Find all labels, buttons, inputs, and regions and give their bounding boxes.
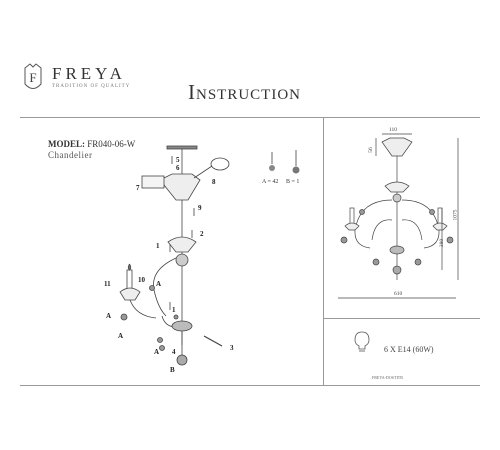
legend-a: A = 42	[262, 179, 279, 185]
svg-text:F: F	[29, 70, 36, 85]
brand-name: FREYA	[52, 64, 126, 83]
central-ring	[171, 320, 193, 332]
top-rule	[20, 117, 480, 118]
dim-body-height: 380	[439, 238, 446, 248]
part-label-1: 1	[156, 242, 160, 250]
brand-tagline: TRADITION OF QUALITY	[52, 84, 131, 89]
part-label-a-left: A	[106, 312, 111, 320]
mounting-bracket	[141, 175, 165, 189]
ceiling-plate	[166, 145, 198, 150]
freya-logo-icon: F	[24, 63, 42, 89]
crystal-legend-icons	[269, 150, 300, 174]
part-label-2: 2	[200, 230, 204, 238]
model-value: FR040-06-W	[87, 139, 136, 149]
dim-total-height: 1075	[452, 209, 459, 221]
part-label-3: 3	[230, 344, 234, 352]
part-label-9: 9	[198, 204, 202, 212]
upper-ball	[175, 253, 189, 267]
part-label-a-bottom: A	[154, 348, 159, 356]
bottom-finial	[176, 354, 188, 366]
part-label-a-upper: A	[156, 280, 161, 288]
model-line: MODEL: FR040-06-W	[48, 139, 135, 149]
panel-divider	[323, 318, 480, 319]
leaf-cup	[167, 236, 197, 253]
wire-coil	[210, 157, 230, 171]
part-label-11: 11	[104, 280, 111, 288]
dim-top-width: 110	[389, 127, 398, 133]
part-label-4: 4	[172, 348, 176, 356]
part-label-5: 5	[176, 156, 180, 164]
product-kind: Chandelier	[48, 150, 93, 160]
part-label-8: 8	[212, 178, 216, 186]
legend-b: B = 1	[286, 179, 300, 185]
bottom-rule	[20, 385, 480, 386]
part-label-10: 10	[138, 276, 146, 284]
column-divider	[323, 117, 324, 385]
bulb-icon	[354, 331, 370, 352]
part-label-b: B	[170, 366, 175, 372]
model-label: MODEL:	[48, 139, 85, 149]
part-label-6: 6	[176, 164, 180, 172]
product-code: FREYA-DOSTITR	[372, 375, 403, 380]
bobeche	[119, 287, 141, 301]
part-label-7: 7	[136, 184, 140, 192]
lamp-spec: 6 X E14 (60W)	[384, 345, 434, 354]
dim-width: 610	[394, 291, 403, 297]
candle	[126, 269, 133, 291]
dimension-drawing	[338, 133, 459, 299]
canopy	[159, 173, 201, 201]
dim-top-drop: 56	[367, 147, 374, 153]
assembly-diagram: 5 6 7 8 9 2 1 11 10 A A A A 1 4 3 B	[104, 145, 234, 372]
part-label-a-lower: A	[118, 332, 123, 340]
page-title: Instruction	[188, 80, 301, 104]
part-label-1-lower: 1	[172, 306, 176, 314]
